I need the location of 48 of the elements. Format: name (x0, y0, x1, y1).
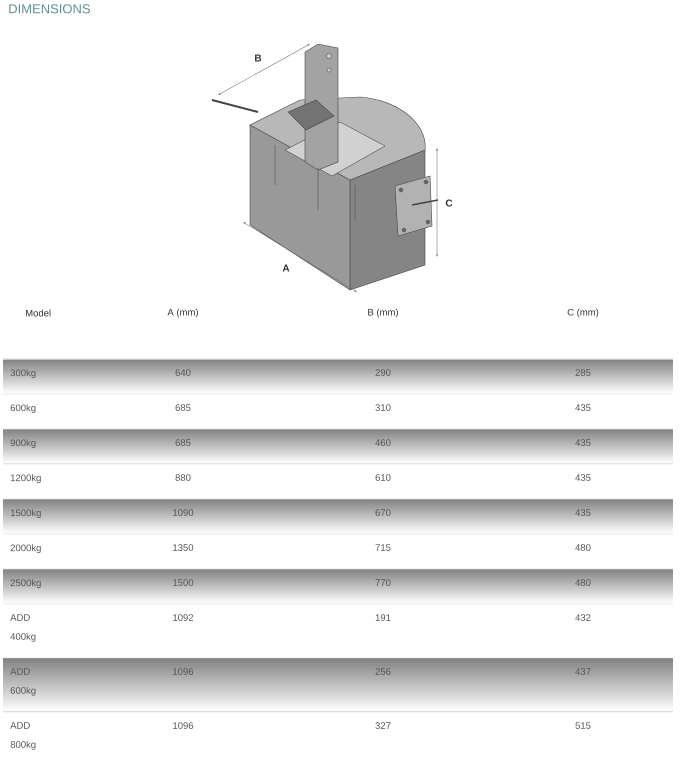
table-cell: 610 (376, 474, 391, 481)
table-cell: 300kg (10, 369, 36, 378)
table-cell: 285 (576, 369, 591, 376)
heading: DIMENSIONS (9, 4, 90, 14)
table-cell: 1090 (173, 509, 194, 516)
table-cell: 2000kg (10, 544, 41, 554)
table-cell: 290 (376, 369, 391, 376)
column-header: A (mm) (167, 308, 198, 318)
column-header: C (mm) (568, 308, 598, 318)
dimension-label: B (255, 54, 262, 62)
table-cell: 900kg (10, 439, 36, 448)
table-cell: 1096 (173, 668, 194, 675)
table-cell: 327 (375, 722, 390, 729)
table-cell: 256 (376, 668, 390, 675)
table-cell: 437 (575, 668, 590, 675)
table-cell: 600kg (10, 404, 36, 414)
dimension-label: C (446, 199, 452, 207)
table-cell: 432 (575, 614, 590, 621)
table-cell: 435 (575, 509, 591, 516)
table-cell: 1200kg (10, 474, 41, 484)
table-cell: 2500kg (10, 579, 41, 588)
table-cell: 1500kg (10, 509, 41, 518)
column-header: B (mm) (368, 308, 398, 318)
table-cell: 670 (376, 509, 391, 516)
table-cell: 1500 (173, 579, 194, 586)
table-cell: 880 (175, 474, 191, 481)
table-cell: 685 (176, 404, 191, 411)
table-cell: 685 (176, 439, 191, 446)
table-cell: 1092 (173, 614, 194, 621)
table-cell: ADD 600kg (10, 668, 36, 696)
table-cell: 435 (575, 404, 591, 411)
table-cell: 480 (575, 544, 591, 551)
table-cell: 480 (575, 579, 591, 586)
table-cell: 191 (376, 614, 390, 621)
table-cell: 1350 (173, 544, 194, 551)
table-cell: 1096 (173, 722, 194, 729)
table-cell: 435 (575, 439, 591, 446)
table-cell: 770 (376, 579, 391, 586)
table-cell: 715 (376, 544, 391, 551)
table-cell: ADD 400kg (10, 614, 36, 642)
table-cell: 515 (575, 722, 591, 729)
table-cell: 460 (375, 439, 391, 446)
table-cell: ADD 800kg (10, 722, 36, 750)
dimension-label: A (282, 264, 290, 272)
table-cell: 640 (176, 369, 191, 376)
table-cell: 435 (575, 474, 591, 481)
column-header: Model (26, 310, 50, 316)
table-cell: 310 (375, 404, 391, 411)
